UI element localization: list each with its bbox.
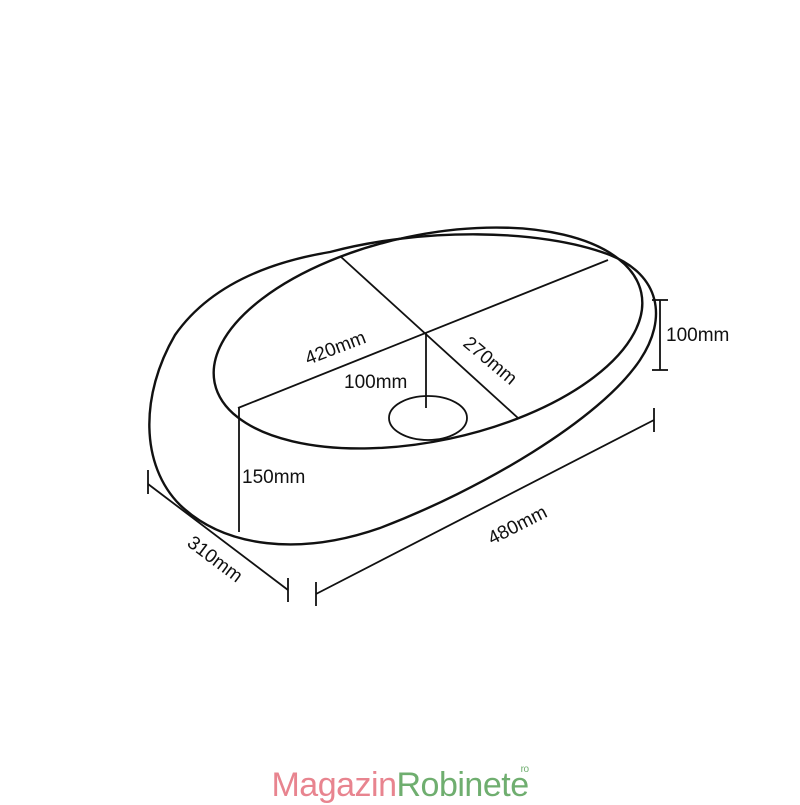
width-outer-label: 310mm bbox=[183, 532, 246, 587]
bowl-depth-label: 100mm bbox=[666, 325, 729, 346]
width-axis-line bbox=[339, 255, 519, 419]
drain-depth-label: 100mm bbox=[344, 372, 407, 393]
logo-part-magazin: Magazin bbox=[271, 766, 397, 804]
drain-hole bbox=[388, 395, 468, 441]
brand-logo: MagazinRobinetero bbox=[0, 750, 800, 805]
length-inner-label: 420mm bbox=[302, 327, 369, 369]
basin-inner-rim bbox=[212, 226, 644, 450]
width-inner-label: 270mm bbox=[459, 333, 521, 390]
logo-suffix-ro: ro bbox=[520, 764, 529, 775]
logo-part-robinete: Robinete bbox=[396, 766, 530, 804]
length-axis-line bbox=[237, 259, 609, 409]
height-label: 150mm bbox=[242, 467, 305, 488]
length-outer-label: 480mm bbox=[485, 502, 551, 549]
basin-outer-outline bbox=[148, 233, 658, 546]
width-outer-dim-line bbox=[147, 483, 289, 591]
length-outer-dim-line bbox=[315, 419, 655, 595]
